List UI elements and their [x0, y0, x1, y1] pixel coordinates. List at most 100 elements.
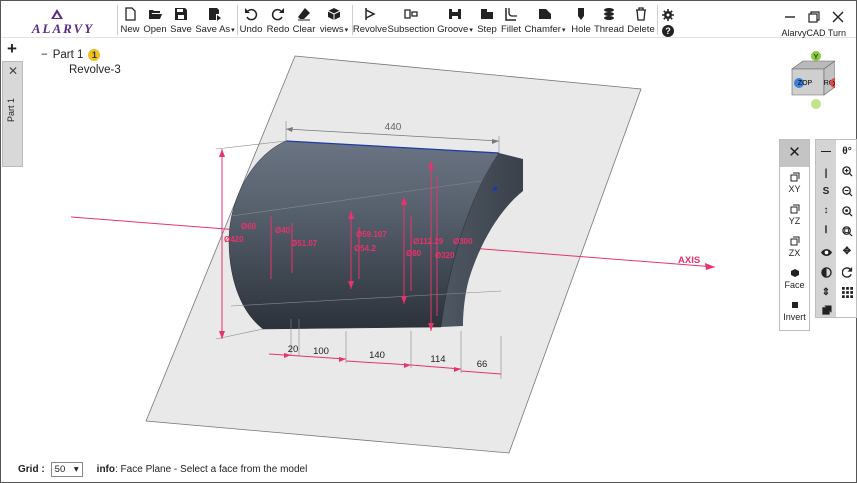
x-axis-ball[interactable] — [830, 78, 835, 88]
clear-button[interactable]: Clear — [293, 7, 315, 37]
thread-button[interactable]: Thread — [594, 7, 624, 37]
select-face[interactable]: Face — [780, 263, 809, 295]
redo-icon — [271, 8, 284, 21]
chamfer-dropdown[interactable]: Chamfer — [525, 7, 564, 37]
feature-tree: − Part 1 1 Revolve-3 — [41, 49, 121, 76]
grid-size-select[interactable]: 50 ▾ — [50, 462, 83, 477]
groove-dropdown[interactable]: Groove — [437, 7, 473, 37]
eye-icon[interactable] — [819, 245, 833, 259]
close-icon[interactable] — [832, 11, 844, 23]
zoom-in-icon[interactable] — [840, 164, 854, 178]
zoom-fit-icon[interactable] — [840, 204, 854, 218]
tree-part-node[interactable]: − Part 1 1 — [41, 49, 121, 61]
contrast-icon[interactable] — [819, 265, 833, 279]
trash-icon — [636, 7, 646, 21]
view-cube[interactable]: Y ZOP RG X — [785, 51, 835, 111]
undo-icon — [245, 8, 258, 21]
box-view-icon[interactable] — [819, 303, 833, 317]
save-as-dropdown[interactable]: Save As — [195, 7, 234, 37]
fit-height-icon[interactable]: Ⅰ — [824, 224, 828, 236]
open-button[interactable]: Open — [143, 7, 167, 37]
cube-view-icon — [327, 8, 341, 20]
rotate-view-icon[interactable] — [840, 265, 854, 279]
expand-vertical-icon[interactable]: ⇕ — [821, 286, 831, 298]
views-dropdown[interactable]: views — [319, 7, 349, 37]
selection-close-button[interactable]: ✕ — [780, 140, 809, 167]
neg-y-axis-ball[interactable] — [811, 99, 821, 109]
hole-button[interactable]: Hole — [571, 7, 591, 37]
toolbar-separator — [117, 5, 118, 35]
axis-arrow — [705, 263, 715, 270]
axis-label: AXIS — [678, 255, 700, 266]
add-part-button[interactable]: + — [7, 39, 17, 58]
folder-open-icon — [149, 10, 162, 19]
part-tab-label: Part 1 — [6, 97, 16, 122]
model-viewport[interactable]: 440 Ø420 Ø60 Ø40 Ø51.07 Ø59.107 — [24, 39, 856, 459]
chevron-down-icon: ▾ — [73, 464, 79, 475]
invert-selection[interactable]: Invert — [780, 295, 809, 327]
svg-text:Ø80: Ø80 — [406, 249, 422, 258]
close-tab-icon[interactable]: ✕ — [8, 64, 19, 78]
new-file-icon — [125, 7, 136, 21]
bottom-dimension-arrows — [284, 353, 461, 372]
revolve-button[interactable]: Revolve — [353, 7, 387, 37]
toolbar-separator — [352, 5, 353, 35]
diameter-labels: Ø420 Ø60 Ø40 Ø51.07 Ø59.107 Ø54.2 Ø80 Ø1… — [224, 222, 473, 260]
app-title: AlarvyCAD Turn — [781, 28, 846, 38]
select-xy-plane[interactable]: XY — [780, 167, 809, 199]
info-label: info — [96, 464, 115, 475]
subsection-icon — [404, 9, 418, 19]
zoom-out-icon[interactable] — [840, 184, 854, 198]
zoom-window-icon[interactable] — [840, 224, 854, 238]
plane-yz-icon — [790, 204, 799, 214]
revolve-icon — [365, 8, 376, 20]
new-button[interactable]: New — [121, 7, 140, 37]
view-tools-panel: — | S ↕ Ⅰ ⇕ θ° ✥ — [815, 139, 857, 318]
step-icon — [481, 9, 493, 19]
redo-button[interactable]: Redo — [267, 7, 289, 37]
svg-text:Ø420: Ø420 — [224, 235, 244, 244]
plane-zx-icon — [790, 236, 799, 246]
collapse-icon[interactable]: − — [41, 49, 48, 61]
y-axis-ball[interactable] — [811, 51, 821, 61]
undo-button[interactable]: Undo — [240, 7, 262, 37]
zoom-s-label[interactable]: S — [822, 185, 830, 197]
part-tab[interactable]: ✕ Part 1 — [2, 61, 23, 167]
minus-line-icon[interactable]: — — [821, 145, 831, 157]
eraser-icon — [298, 8, 310, 21]
model-top-edge — [285, 140, 500, 154]
vertical-fit-icon[interactable]: ↕ — [823, 204, 829, 216]
grid-toggle-icon[interactable] — [840, 285, 854, 299]
grid-label: Grid : — [18, 464, 45, 475]
tree-feature-item[interactable]: Revolve-3 — [69, 64, 121, 76]
svg-text:X: X — [833, 81, 835, 88]
svg-text:66: 66 — [477, 359, 488, 370]
gear-icon[interactable] — [662, 9, 674, 21]
fillet-button[interactable]: Fillet — [501, 7, 521, 37]
help-icon[interactable]: ? — [662, 25, 674, 37]
hole-icon — [578, 8, 584, 20]
vertical-line-icon[interactable]: | — [824, 167, 828, 179]
restore-icon[interactable] — [808, 11, 820, 23]
svg-text:Ø40: Ø40 — [275, 226, 291, 235]
length-dimension: 440 — [285, 122, 500, 144]
info-message: : Face Plane - Select a face from the mo… — [115, 464, 308, 475]
select-yz-plane[interactable]: YZ — [780, 199, 809, 231]
pan-move-icon[interactable]: ✥ — [842, 245, 852, 257]
rotate-angle-icon[interactable]: θ° — [842, 145, 852, 157]
delete-button[interactable]: Delete — [627, 7, 655, 37]
dimension-extension-lines — [215, 121, 502, 379]
plane-xy-icon — [790, 172, 799, 182]
step-button[interactable]: Step — [477, 7, 497, 37]
toolbar-separator — [237, 5, 238, 35]
select-zx-plane[interactable]: ZX — [780, 231, 809, 263]
svg-text:Ø300: Ø300 — [453, 237, 473, 246]
model-endcap[interactable] — [441, 153, 523, 327]
z-axis-ball[interactable] — [794, 78, 804, 88]
svg-text:RG: RG — [824, 80, 835, 87]
subsection-button[interactable]: Subsection — [388, 7, 435, 37]
save-button[interactable]: Save — [170, 7, 192, 37]
vertex-marker — [493, 187, 497, 191]
svg-text:Y: Y — [814, 54, 819, 61]
minimize-icon[interactable] — [784, 11, 796, 23]
